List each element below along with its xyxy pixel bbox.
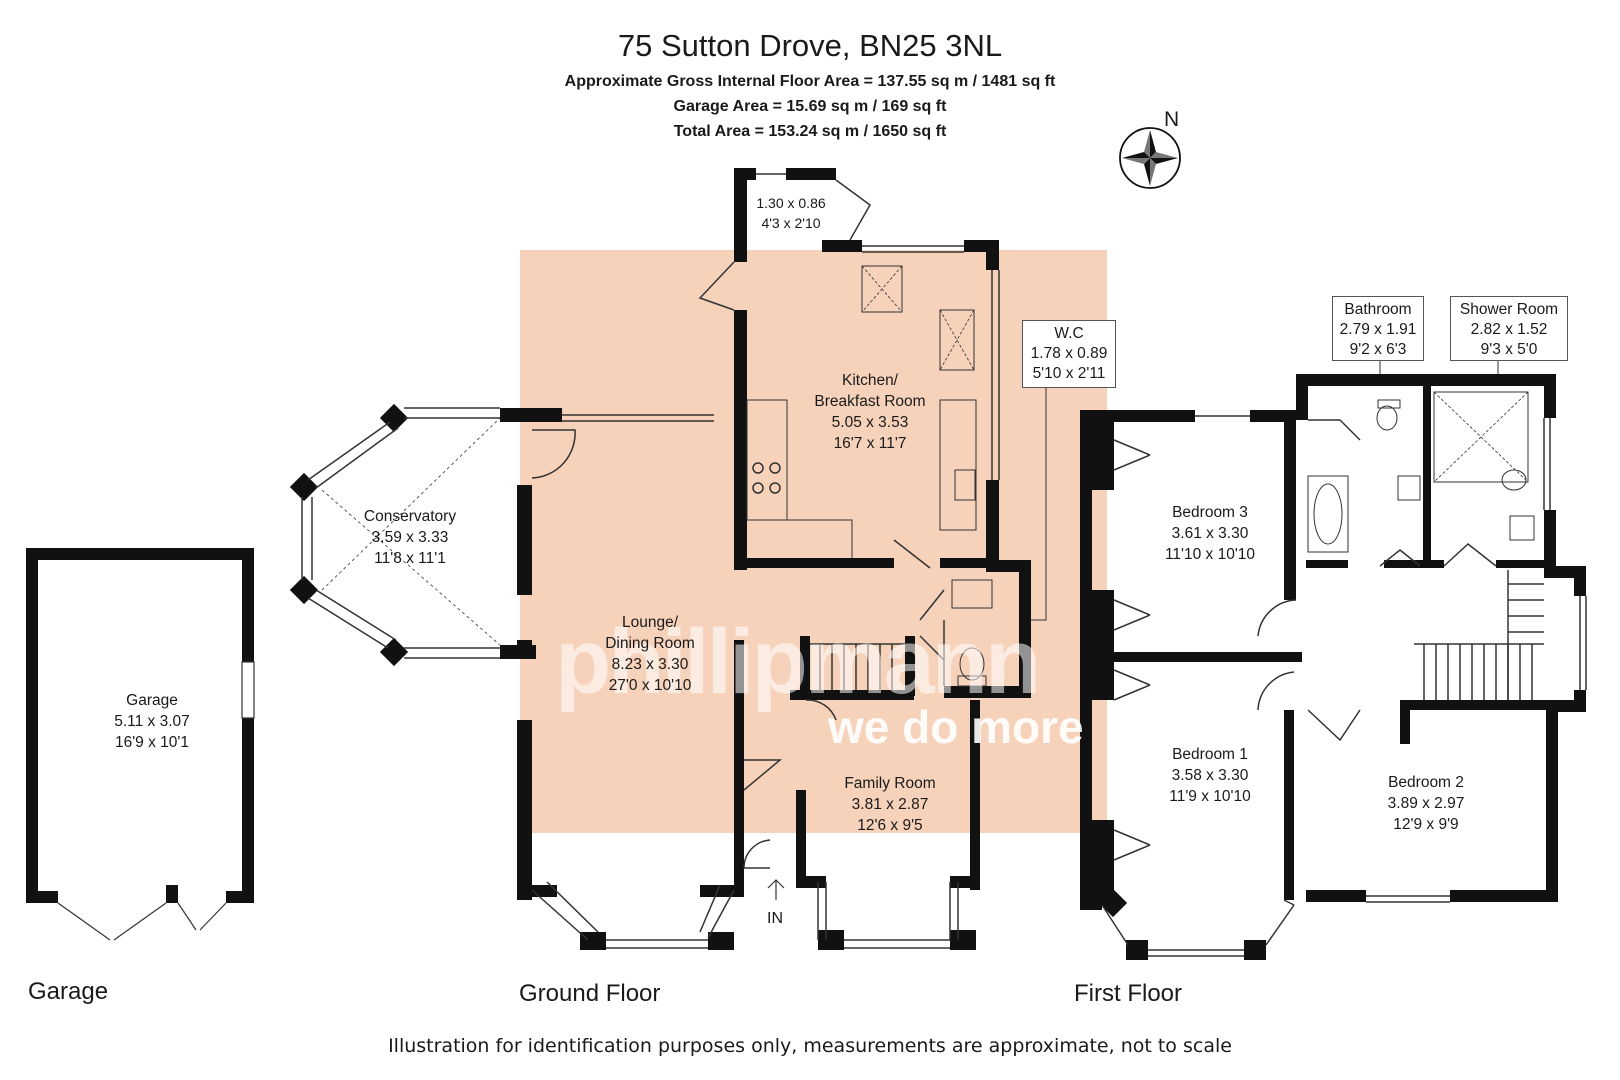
first-floor-thin-walls: [1101, 358, 1587, 957]
room-shower: Shower Room 2.82 x 1.52 9'3 x 5'0: [1450, 296, 1568, 361]
disclaimer-text: Illustration for identification purposes…: [388, 1035, 1232, 1057]
room-name: W.C: [1054, 325, 1084, 342]
room-bedroom1: Bedroom 1 3.58 x 3.30 11'9 x 10'10: [1140, 744, 1280, 807]
room-garage: Garage 5.11 x 3.07 16'9 x 10'1: [82, 690, 222, 753]
room-name-line2: Dining Room: [605, 635, 695, 652]
room-metric: 1.78 x 0.89: [1030, 345, 1108, 362]
floor-label-ground: Ground Floor: [519, 980, 661, 1007]
room-imperial: 12'6 x 9'5: [857, 817, 923, 834]
watermark-brand: phillipmann: [555, 611, 1041, 713]
room-name: Bedroom 3: [1172, 504, 1248, 521]
highlight-area: [520, 250, 1107, 833]
property-address: 75 Sutton Drove, BN25 3NL: [617, 28, 1003, 63]
ground-floor-thin-walls: [301, 173, 1047, 949]
garage-doors: [57, 902, 227, 941]
room-metric: 8.23 x 3.30: [611, 656, 689, 673]
floor-label-first: First Floor: [1074, 980, 1182, 1007]
watermark-tagline: we do more: [828, 701, 1084, 753]
compass-rose: [1119, 127, 1181, 189]
room-imperial: 12'9 x 9'9: [1393, 816, 1459, 833]
room-store: 1.30 x 0.86 4'3 x 2'10: [746, 193, 836, 233]
room-metric: 3.89 x 2.97: [1387, 795, 1465, 812]
north-label: N: [1164, 108, 1180, 131]
room-name: Conservatory: [363, 508, 457, 525]
ground-floor-walls: [289, 168, 1031, 950]
room-bedroom2: Bedroom 2 3.89 x 2.97 12'9 x 9'9: [1356, 772, 1496, 835]
room-imperial: 11'9 x 10'10: [1169, 788, 1251, 805]
room-metric: 5.11 x 3.07: [114, 713, 190, 730]
room-imperial: 11'8 x 11'1: [374, 550, 446, 567]
room-metric: 1.30 x 0.86: [756, 195, 826, 211]
room-metric: 2.79 x 1.91: [1339, 321, 1417, 338]
room-imperial: 9'3 x 5'0: [1480, 341, 1538, 358]
floor-label-garage: Garage: [28, 978, 109, 1005]
room-wc: W.C 1.78 x 0.89 5'10 x 2'11: [1022, 320, 1116, 388]
room-name: Shower Room: [1459, 301, 1559, 318]
room-kitchen: Kitchen/ Breakfast Room 5.05 x 3.53 16'7…: [790, 370, 950, 454]
room-name: Family Room: [844, 775, 936, 792]
entrance-label: IN: [767, 910, 783, 927]
room-imperial: 16'9 x 10'1: [114, 734, 189, 751]
room-imperial: 27'0 x 10'10: [608, 677, 692, 694]
gross-area-text: Approximate Gross Internal Floor Area = …: [564, 73, 1056, 90]
room-metric: 5.05 x 3.53: [831, 414, 909, 431]
room-metric: 3.81 x 2.87: [851, 796, 929, 813]
garage-area-text: Garage Area = 15.69 sq m / 169 sq ft: [673, 98, 947, 115]
room-imperial: 5'10 x 2'11: [1032, 365, 1106, 382]
room-metric: 3.58 x 3.30: [1171, 767, 1249, 784]
first-floor-walls: [1080, 374, 1586, 960]
room-metric: 2.82 x 1.52: [1470, 321, 1548, 338]
room-imperial: 4'3 x 2'10: [761, 215, 821, 231]
room-name: Bathroom: [1344, 301, 1412, 318]
room-bedroom3: Bedroom 3 3.61 x 3.30 11'10 x 10'10: [1140, 502, 1280, 565]
room-imperial: 16'7 x 11'7: [833, 435, 907, 452]
room-name-line2: Breakfast Room: [814, 393, 926, 410]
room-name: Garage: [126, 692, 178, 709]
room-metric: 3.59 x 3.33: [371, 529, 449, 546]
room-imperial: 9'2 x 6'3: [1349, 341, 1407, 358]
garage-walls: [26, 548, 254, 903]
room-conservatory: Conservatory 3.59 x 3.33 11'8 x 11'1: [340, 506, 480, 569]
room-imperial: 11'10 x 10'10: [1164, 546, 1256, 563]
total-area-text: Total Area = 153.24 sq m / 1650 sq ft: [673, 123, 947, 140]
room-family: Family Room 3.81 x 2.87 12'6 x 9'5: [820, 773, 960, 836]
garage-window: [241, 661, 255, 719]
room-lounge: Lounge/ Dining Room 8.23 x 3.30 27'0 x 1…: [580, 612, 720, 696]
room-bathroom: Bathroom 2.79 x 1.91 9'2 x 6'3: [1332, 296, 1424, 361]
room-name-line1: Kitchen/: [841, 372, 898, 389]
room-metric: 3.61 x 3.30: [1171, 525, 1249, 542]
room-name-line1: Lounge/: [621, 614, 679, 631]
room-name: Bedroom 1: [1172, 746, 1248, 763]
room-name: Bedroom 2: [1388, 774, 1464, 791]
